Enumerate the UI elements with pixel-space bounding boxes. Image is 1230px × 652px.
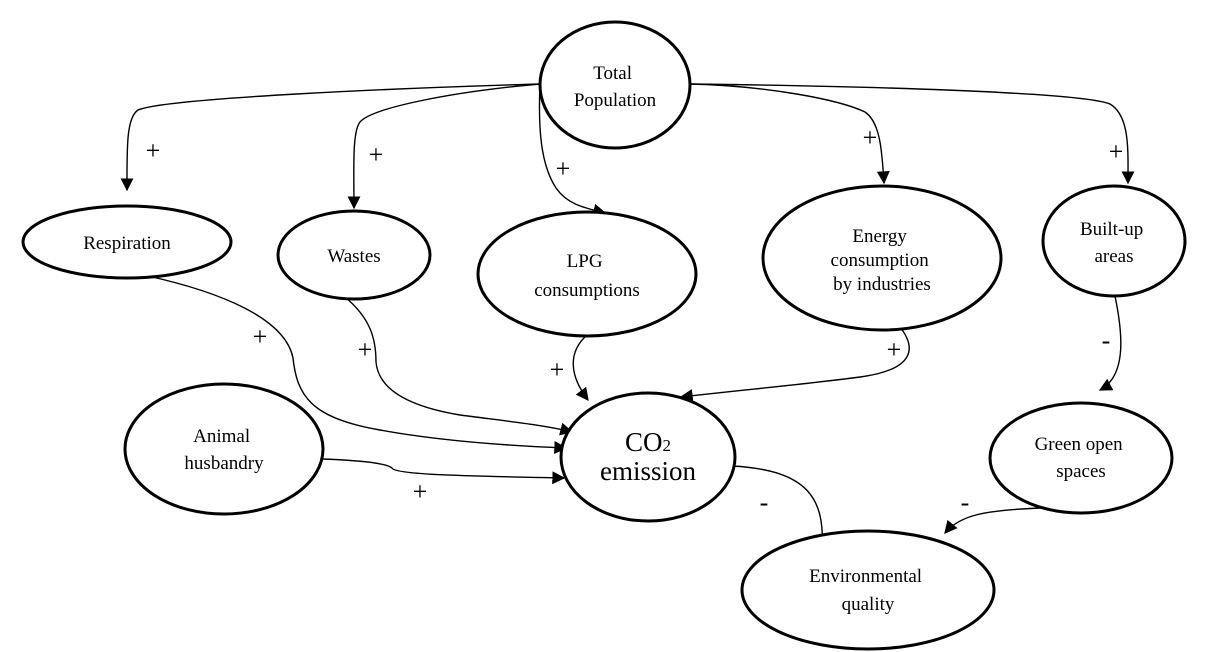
node-builtup-line-2: areas	[1094, 246, 1133, 267]
edge-animal-to-co2	[321, 458, 566, 485]
svg-text:Built-up areas: Built-up areas	[1080, 219, 1148, 267]
polarity-population-builtup: +	[1109, 137, 1124, 166]
polarity-builtup-green: -	[1102, 326, 1111, 355]
svg-text:Wastes: Wastes	[327, 246, 380, 267]
polarity-animal-co2: +	[413, 477, 428, 506]
edge-population-to-energy	[689, 83, 890, 185]
node-animal-husbandry: Animal husbandry	[123, 382, 325, 516]
svg-text:Environmental quality: Environmental quality	[809, 566, 927, 615]
edge-energy-to-co2	[679, 326, 910, 403]
node-energy-line-1: Energy	[852, 226, 907, 247]
svg-text:emission: emission	[600, 456, 697, 486]
node-wastes: Wastes	[276, 209, 432, 301]
node-co2-emission: CO2 emission	[559, 391, 737, 523]
polarity-population-respiration: +	[146, 136, 161, 165]
node-co2-subscript: 2	[663, 436, 672, 455]
node-environmental-quality: Environmental quality	[740, 529, 996, 651]
edge-respiration-to-co2	[147, 275, 568, 455]
node-envq-line-1: Environmental	[809, 566, 922, 587]
svg-text:Energy consumption: Energy consumption by industries	[831, 226, 934, 295]
svg-text:Green open spaces: Green open spaces	[1035, 434, 1128, 482]
node-builtup-areas: Built-up areas	[1041, 184, 1187, 298]
node-respiration: Respiration	[21, 204, 233, 280]
node-co2-symbol: CO	[625, 427, 663, 457]
edge-wastes-to-co2	[344, 296, 574, 436]
polarity-green-envq: -	[961, 488, 970, 517]
node-total-population-line-2: Population	[574, 90, 657, 111]
polarity-signs: + + + + + + + + + + - - -	[146, 123, 1124, 517]
node-green-line-1: Green open	[1035, 434, 1124, 455]
node-animal-line-2: husbandry	[184, 453, 264, 474]
node-green-line-2: spaces	[1056, 461, 1106, 482]
edges	[120, 83, 1135, 552]
svg-text:Total Population: Total Population	[574, 63, 657, 111]
node-green-open-spaces: Green open spaces	[988, 401, 1174, 515]
node-wastes-line-1: Wastes	[327, 246, 380, 267]
node-co2-line-1: emission	[600, 456, 697, 486]
node-lpg-consumptions: LPG consumptions	[476, 210, 698, 338]
polarity-population-energy: +	[863, 123, 878, 152]
svg-text:Respiration: Respiration	[83, 233, 171, 254]
polarity-population-wastes: +	[369, 140, 384, 169]
polarity-population-lpg: +	[556, 154, 571, 183]
node-respiration-line-1: Respiration	[83, 233, 171, 254]
svg-text:LPG consumptions: LPG consumptions	[534, 251, 640, 301]
node-envq-line-2: quality	[842, 594, 895, 615]
node-lpg-line-2: consumptions	[534, 280, 640, 301]
node-animal-line-1: Animal	[193, 426, 250, 447]
edge-population-to-lpg	[538, 83, 607, 217]
edge-lpg-to-co2	[572, 334, 589, 402]
node-total-population-line-1: Total	[593, 63, 632, 84]
polarity-energy-co2: +	[887, 335, 902, 364]
edge-green-to-envq	[944, 507, 1043, 534]
node-builtup-line-1: Built-up	[1080, 219, 1143, 240]
polarity-wastes-co2: +	[358, 335, 373, 364]
edge-population-to-wastes	[347, 83, 541, 210]
node-total-population: Total Population	[538, 20, 692, 150]
edge-builtup-to-green	[1098, 295, 1122, 391]
node-energy-line-3: by industries	[833, 274, 931, 295]
node-energy-consumption: Energy consumption by industries	[761, 184, 1003, 332]
node-lpg-line-1: LPG	[567, 251, 603, 272]
polarity-co2-envq: -	[760, 488, 769, 517]
node-energy-line-2: consumption	[831, 250, 930, 271]
polarity-lpg-co2: +	[550, 355, 565, 384]
edge-population-to-builtup	[689, 83, 1135, 185]
polarity-respiration-co2: +	[253, 322, 268, 351]
edge-population-to-respiration	[120, 83, 541, 192]
svg-text:CO2: CO2	[625, 427, 671, 457]
svg-text:Animal husbandry: Animal husbandry	[184, 426, 264, 474]
